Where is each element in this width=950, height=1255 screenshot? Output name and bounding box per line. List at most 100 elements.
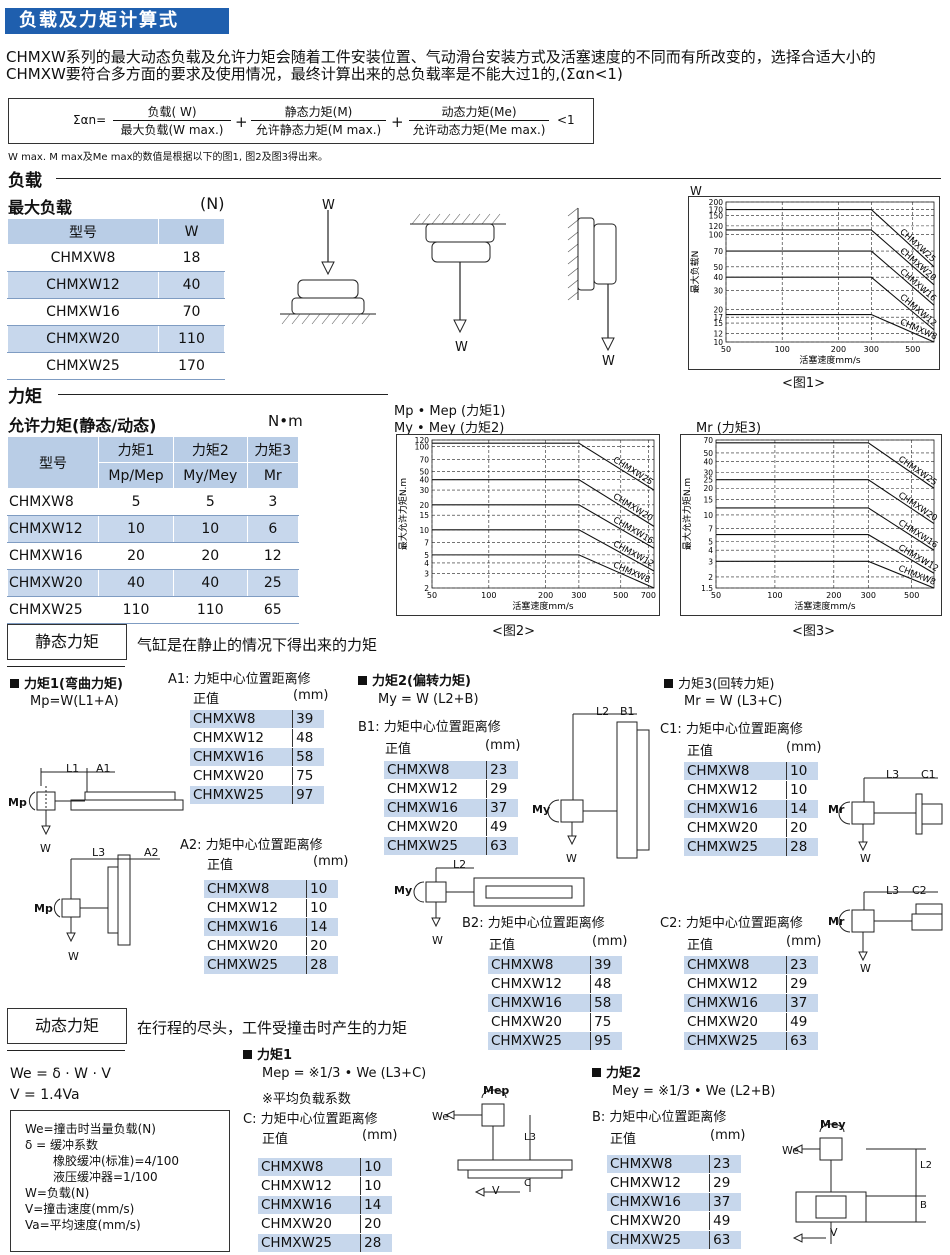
b-sub: 正值 (610, 1132, 637, 1147)
intro-text: CHMXW系列的最大动态负载及允许力矩会随着工件安装位置、气动滑台安装方式及活塞… (6, 49, 946, 83)
x-tick-label: 50 (721, 345, 731, 354)
cell: 12 (246, 542, 300, 570)
cell: CHMXW20 (258, 1214, 361, 1234)
static-moment-desc: 气缸是在静止的情况下得出来的力矩 (137, 636, 378, 654)
cell: CHMXW12 (7, 271, 159, 299)
formula-term-3-den: 允许动态力矩(Me max.) (409, 120, 549, 138)
y-tick-label: 20 (419, 501, 429, 510)
cell: CHMXW25 (7, 596, 99, 624)
max-load-unit: (N) (200, 194, 225, 213)
cell: 10 (786, 780, 818, 800)
y-tick-label: 100 (415, 443, 430, 452)
l3-label: L3 (92, 846, 106, 859)
formula-term-1-num: 负载( W) (147, 105, 197, 119)
fig2-frame (396, 434, 660, 616)
cell: 29 (709, 1173, 741, 1193)
cell: 10 (97, 515, 175, 543)
series-line-chmxw20 (432, 479, 655, 527)
y-axis-label: 最大允许力矩N.m (681, 478, 693, 550)
dynamic-m1-diagram (444, 1089, 573, 1197)
dynamic-m1-title-text: 力矩1 (257, 1048, 293, 1063)
l3-label-m3b: L3 (886, 884, 900, 897)
v-label-1: V (492, 1184, 500, 1197)
formula-term-2-num: 静态力矩(M) (284, 105, 353, 119)
we-label-1: We (432, 1110, 449, 1123)
col-moment-1: 力矩1 (97, 436, 175, 463)
series-line-chmxw25 (716, 442, 935, 489)
static-m3-formula: Mr = W (L3+C) (684, 694, 783, 709)
mp-label-2: Mp (34, 902, 53, 915)
y-tick-label: 50 (703, 449, 713, 458)
cell: 20 (786, 818, 818, 838)
x-tick-label: 500 (613, 591, 628, 600)
y-tick-label: 170 (709, 206, 724, 215)
formula-term-1: 负载( W) 最大负载(W max.) (113, 103, 231, 138)
cell: CHMXW16 (258, 1195, 361, 1215)
cell: 23 (786, 956, 818, 975)
w-label-m2a: W (566, 852, 577, 865)
series-label: CHMXW25 (896, 455, 938, 489)
y-tick-label: 50 (713, 263, 723, 272)
cell: CHMXW8 (384, 761, 487, 780)
a2-unit: (mm) (313, 854, 349, 869)
x-tick-label: 200 (831, 345, 846, 354)
y-tick-label: 70 (713, 247, 723, 256)
b2-sub: 正值 (489, 938, 516, 953)
formula-term-3: 动态力矩(Me) 允许动态力矩(Me max.) (409, 103, 549, 138)
series-line-chmxw12 (726, 276, 935, 331)
cell: 20 (306, 936, 338, 956)
mey-label: Mey (820, 1118, 846, 1131)
cell: 39 (292, 710, 324, 729)
formula-plus-1: + (235, 113, 248, 131)
cell: 10 (306, 880, 338, 899)
series-line-chmxw12 (716, 534, 935, 574)
c2-label: C2 (912, 884, 927, 897)
cell: CHMXW8 (190, 710, 293, 729)
static-m1-title-text: 力矩1(弯曲力矩) (24, 677, 123, 692)
bullet-icon (10, 679, 19, 688)
y-tick-label: 50 (419, 468, 429, 477)
cell: 110 (158, 325, 225, 353)
cell: CHMXW16 (204, 917, 307, 937)
w-label-m3b: W (860, 962, 871, 975)
cell: 20 (360, 1214, 392, 1234)
static-m2-diagram-2 (413, 867, 585, 928)
static-moment-badge: 静态力矩 (7, 624, 127, 660)
cell: CHMXW20 (7, 325, 159, 353)
cell: CHMXW8 (607, 1155, 710, 1174)
legend-line: 液压缓冲器=1/100 (53, 1170, 158, 1184)
bullet-icon (358, 676, 367, 685)
w-label-m1b: W (68, 950, 79, 963)
bullet-icon (592, 1068, 601, 1077)
load-section-rule (56, 178, 941, 179)
cell: 49 (709, 1211, 741, 1231)
cell: CHMXW20 (7, 569, 99, 597)
x-axis-label: 活塞速度mm/s (799, 354, 861, 366)
y-tick-label: 200 (709, 198, 724, 207)
c1-label: C1 (921, 768, 936, 781)
x-tick-label: 300 (571, 591, 586, 600)
y-tick-label: 40 (713, 273, 723, 282)
cell: 14 (360, 1195, 392, 1215)
x-tick-label: 50 (711, 591, 721, 600)
c1-sub: 正值 (687, 744, 714, 759)
static-m2-formula: My = W (L2+B) (378, 692, 479, 707)
series-line-chmxw12 (432, 529, 655, 572)
a1-title: A1: 力矩中心位置距离修 (168, 672, 311, 687)
col-w: W (158, 218, 225, 245)
